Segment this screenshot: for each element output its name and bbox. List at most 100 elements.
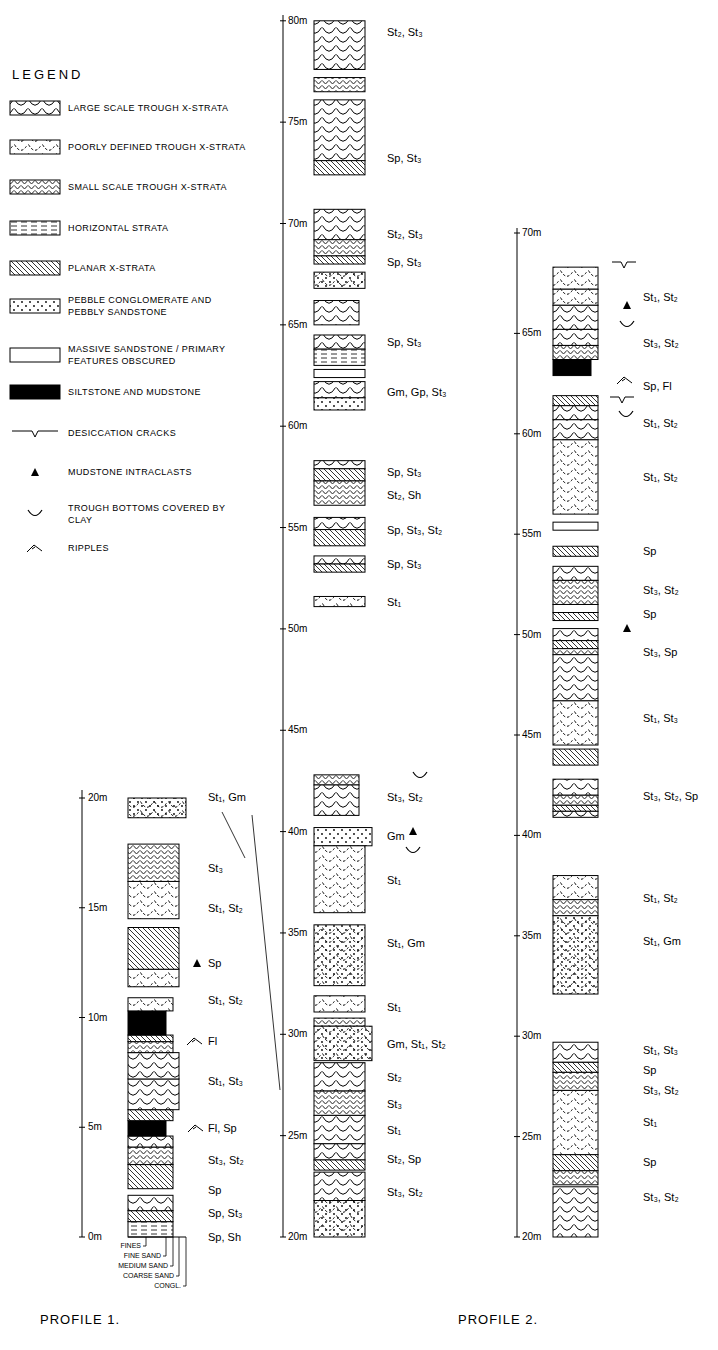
bed-outline	[553, 1072, 598, 1090]
bed-texture	[553, 900, 598, 916]
bed-texture	[314, 335, 365, 349]
bed-texture	[314, 775, 359, 785]
legend-swatch	[10, 221, 60, 235]
bed-texture	[128, 844, 179, 881]
facies-code: St₁, St₂	[208, 994, 243, 1007]
facies-code: St₁, St₂	[643, 291, 678, 304]
bed	[314, 530, 365, 546]
intraclast-symbol	[623, 624, 631, 632]
bed	[553, 546, 598, 556]
bed-outline	[553, 701, 598, 745]
bed-texture	[553, 649, 598, 655]
bed-outline	[314, 996, 365, 1012]
bed-texture	[314, 1026, 372, 1060]
depth-tick	[514, 835, 520, 836]
legend-text: SMALL SCALE TROUGH X-STRATA	[68, 181, 246, 193]
legend-text: PLANAR X-STRATA	[68, 262, 246, 274]
bed-outline	[128, 1110, 173, 1121]
bed	[314, 1063, 365, 1091]
bed-outline	[553, 267, 598, 289]
bed-outline	[553, 345, 598, 359]
legend-swatch	[10, 348, 60, 362]
bed	[553, 604, 598, 612]
depth-tick	[79, 1017, 85, 1018]
facies-code: St₃, St₂	[643, 1191, 679, 1204]
bed	[314, 556, 365, 564]
bed-outline	[314, 256, 365, 264]
bed-outline	[314, 369, 365, 377]
bed	[553, 655, 598, 701]
depth-tick	[514, 1237, 520, 1238]
ripple-symbol	[187, 1038, 202, 1045]
facies-code: Sp, St₃, St₂	[387, 524, 442, 537]
bed-outline	[128, 1053, 179, 1079]
bed-outline	[314, 382, 365, 398]
bed-outline	[553, 1042, 598, 1062]
bed-texture	[314, 996, 365, 1012]
bed-texture	[553, 580, 598, 604]
bed-texture	[128, 1035, 173, 1042]
facies-code: St₂, St₃	[387, 26, 423, 39]
grain-scale-base	[128, 1237, 186, 1238]
grain-scale-leader	[176, 1276, 179, 1277]
bed	[128, 1053, 179, 1079]
bed-outline	[314, 461, 365, 469]
ripple-symbol	[188, 1125, 203, 1132]
legend-swatch	[10, 180, 60, 194]
bed	[553, 1171, 598, 1185]
legend-swatch-outline	[10, 299, 60, 313]
bed-outline	[314, 564, 365, 572]
bed	[553, 1090, 598, 1154]
desiccation-symbol	[612, 262, 636, 268]
bed	[128, 1035, 173, 1042]
legend-text: MASSIVE SANDSTONE / PRIMARY FEATURES OBS…	[68, 343, 246, 367]
bed-texture	[314, 272, 365, 288]
bed-texture	[314, 272, 365, 288]
facies-code: Sp, St₃	[387, 336, 421, 349]
depth-mark: 55m	[288, 522, 307, 534]
bed-texture	[314, 785, 359, 815]
bed-texture	[553, 1072, 598, 1090]
bed-outline	[553, 916, 598, 994]
legend-text: DESICCATION CRACKS	[68, 427, 246, 439]
bed	[553, 811, 598, 817]
bed-outline	[553, 396, 598, 406]
bed-texture	[314, 1063, 365, 1091]
bed	[314, 1144, 365, 1160]
bed	[314, 1018, 365, 1026]
bed-texture	[314, 349, 365, 365]
legend-swatch-texture	[10, 261, 60, 275]
depth-tick	[514, 433, 520, 434]
facies-code: Gm	[387, 830, 405, 843]
bed-texture	[553, 655, 598, 701]
legend-swatch-texture	[10, 180, 60, 194]
bed-outline	[314, 846, 365, 913]
bed	[314, 382, 365, 398]
bed-texture	[553, 779, 598, 795]
bed-outline	[553, 289, 598, 305]
bed-outline	[314, 209, 365, 239]
bed-outline	[128, 881, 179, 918]
bed-texture	[553, 396, 598, 406]
bed	[553, 580, 598, 604]
facies-code: Sp, St₃	[387, 256, 421, 269]
bed	[128, 1079, 179, 1110]
bed-outline	[314, 1063, 365, 1091]
legend-text: SILTSTONE AND MUDSTONE	[68, 386, 246, 398]
depth-tick	[280, 628, 286, 629]
bed	[553, 566, 598, 580]
bed-outline	[314, 78, 365, 92]
grain-size-label: CONGL.	[154, 1282, 181, 1290]
bed-texture	[553, 406, 598, 420]
bed-texture	[553, 289, 598, 305]
bed-texture	[314, 596, 365, 606]
facies-code: St₂, St₃	[387, 228, 423, 241]
bed-texture	[314, 1026, 372, 1060]
bed-texture	[553, 440, 598, 514]
legend-text: PEBBLE CONGLOMERATE AND PEBBLY SANDSTONE	[68, 294, 246, 318]
bed-outline	[314, 1144, 365, 1160]
legend-text: HORIZONTAL STRATA	[68, 222, 246, 234]
legend-swatch-outline	[10, 261, 60, 275]
bed-texture	[553, 566, 598, 580]
bed-texture	[553, 701, 598, 745]
